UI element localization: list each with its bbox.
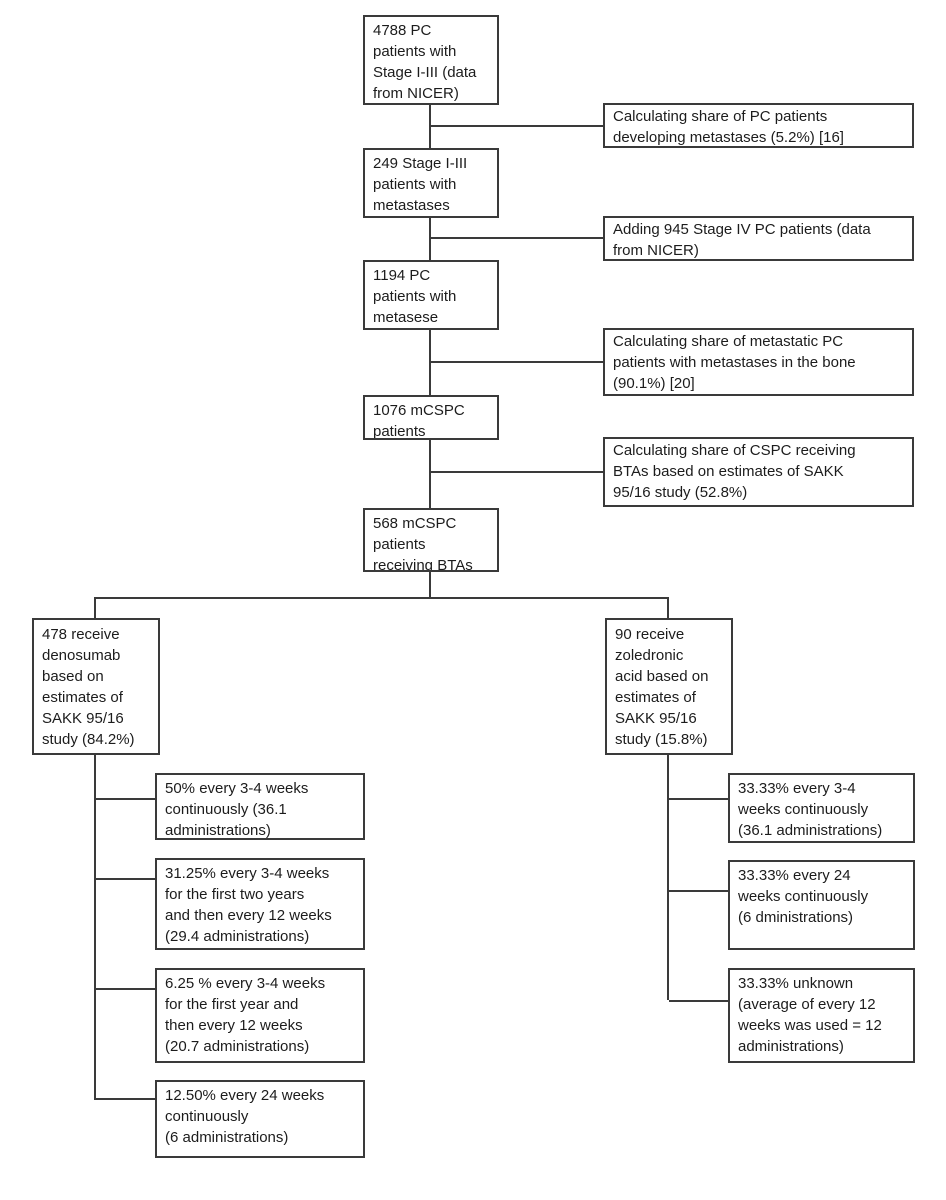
zoledronic-schedule-box-1: 33.33% every 3-4 weeks continuously (36.… bbox=[728, 773, 915, 843]
connector-split-right-drop bbox=[667, 597, 669, 618]
branch-box-zoledronic-acid: 90 receive zoledronic acid based on esti… bbox=[605, 618, 733, 755]
connector-denosumab-spine bbox=[94, 755, 96, 1100]
connector-m3-m4 bbox=[429, 330, 431, 395]
flow-box-pc-stage-i-iii: 4788 PC patients with Stage I-III (data … bbox=[363, 15, 499, 105]
connector-denosumab-stub-2 bbox=[96, 878, 155, 880]
connector-zoledronic-spine bbox=[667, 755, 669, 1000]
connector-zoledronic-stub-3 bbox=[669, 1000, 728, 1002]
flow-box-stage-i-iii-metastases: 249 Stage I-III patients with metastases bbox=[363, 148, 499, 218]
zoledronic-schedule-box-2: 33.33% every 24 weeks continuously (6 dm… bbox=[728, 860, 915, 950]
connector-denosumab-stub-4 bbox=[96, 1098, 155, 1100]
connector-m1-m2 bbox=[429, 105, 431, 148]
annotation-box-bta-share: Calculating share of CSPC receiving BTAs… bbox=[603, 437, 914, 507]
connector-m4-m5 bbox=[429, 440, 431, 508]
denosumab-schedule-box-1: 50% every 3-4 weeks continuously (36.1 a… bbox=[155, 773, 365, 840]
flow-box-mcspc-receiving-btas: 568 mCSPC patients receiving BTAs bbox=[363, 508, 499, 572]
denosumab-schedule-box-2: 31.25% every 3-4 weeks for the first two… bbox=[155, 858, 365, 950]
connector-denosumab-stub-1 bbox=[96, 798, 155, 800]
connector-branch-split bbox=[94, 597, 669, 599]
connector-m5-split bbox=[429, 572, 431, 597]
connector-annotation-1 bbox=[431, 125, 603, 127]
connector-denosumab-stub-3 bbox=[96, 988, 155, 990]
connector-m2-m3 bbox=[429, 218, 431, 260]
connector-zoledronic-stub-1 bbox=[669, 798, 728, 800]
annotation-box-metastases-share: Calculating share of PC patients develop… bbox=[603, 103, 914, 148]
flow-box-pc-metastases: 1194 PC patients with metasese bbox=[363, 260, 499, 330]
connector-zoledronic-stub-2 bbox=[669, 890, 728, 892]
connector-annotation-4 bbox=[431, 471, 603, 473]
connector-annotation-3 bbox=[431, 361, 603, 363]
denosumab-schedule-box-3: 6.25 % every 3-4 weeks for the first yea… bbox=[155, 968, 365, 1063]
denosumab-schedule-box-4: 12.50% every 24 weeks continuously (6 ad… bbox=[155, 1080, 365, 1158]
zoledronic-schedule-box-3: 33.33% unknown (average of every 12 week… bbox=[728, 968, 915, 1063]
connector-annotation-2 bbox=[431, 237, 603, 239]
annotation-box-stage-iv-added: Adding 945 Stage IV PC patients (data fr… bbox=[603, 216, 914, 261]
annotation-box-bone-metastases-share: Calculating share of metastatic PC patie… bbox=[603, 328, 914, 396]
branch-box-denosumab: 478 receive denosumab based on estimates… bbox=[32, 618, 160, 755]
flow-box-mcspc-patients: 1076 mCSPC patients bbox=[363, 395, 499, 440]
connector-split-left-drop bbox=[94, 597, 96, 618]
